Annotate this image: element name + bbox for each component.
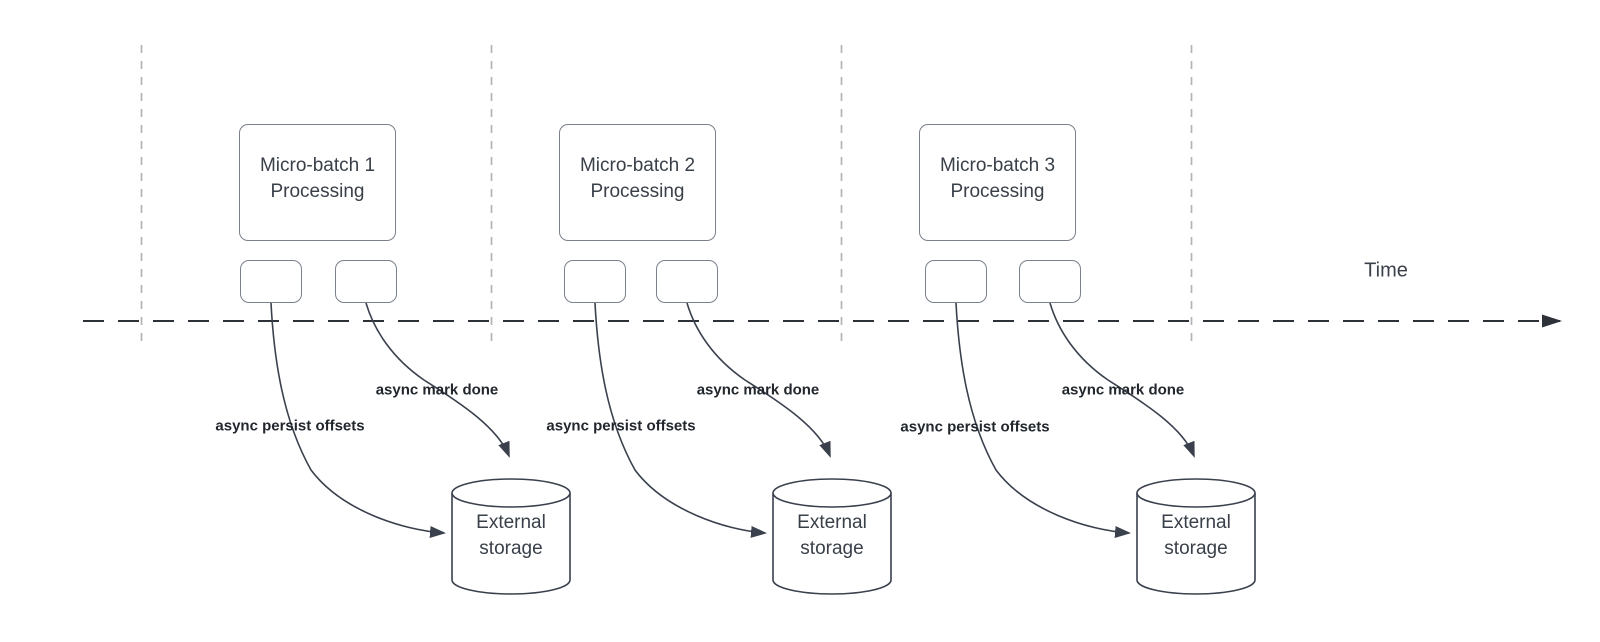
mark-done-label-3: async mark done [1061,381,1185,399]
mark-done-arrow-2 [686,302,831,458]
micro-batch-2-box: Micro-batch 2 Processing [559,124,716,241]
persist-offsets-label-3: async persist offsets [900,418,1050,436]
micro-batch-1-box: Micro-batch 1 Processing [239,124,396,241]
external-storage-label-2: External storage [797,512,867,559]
persist-offsets-label-2: async persist offsets [546,417,696,435]
external-storage-label-1: External storage [476,512,546,559]
done-box-3 [1019,260,1081,303]
persist-offsets-label-1: async persist offsets [215,417,365,435]
done-box-1 [335,260,397,303]
persist-offsets-arrow-2 [594,302,767,538]
mark-done-label-1: async mark done [375,381,499,399]
external-storage-cylinder-1 [451,478,571,595]
micro-batch-1-label: Micro-batch 1 Processing [259,154,376,202]
persist-offsets-arrow-1 [270,302,446,539]
mark-done-arrow-3 [1049,302,1195,458]
offset-box-3 [925,260,987,303]
mark-done-label-2: async mark done [696,381,820,399]
done-box-2 [656,260,718,303]
time-axis-label: Time [1364,259,1408,282]
offset-box-2 [564,260,626,303]
persist-offsets-arrow-3 [955,302,1131,539]
micro-batch-3-box: Micro-batch 3 Processing [919,124,1076,241]
offset-box-1 [240,260,302,303]
external-storage-cylinder-2 [772,478,892,595]
mark-done-arrow-1 [365,302,510,458]
micro-batch-2-label: Micro-batch 2 Processing [579,154,696,202]
external-storage-label-3: External storage [1161,512,1231,559]
external-storage-cylinder-3 [1136,478,1256,595]
micro-batch-3-label: Micro-batch 3 Processing [939,154,1056,202]
